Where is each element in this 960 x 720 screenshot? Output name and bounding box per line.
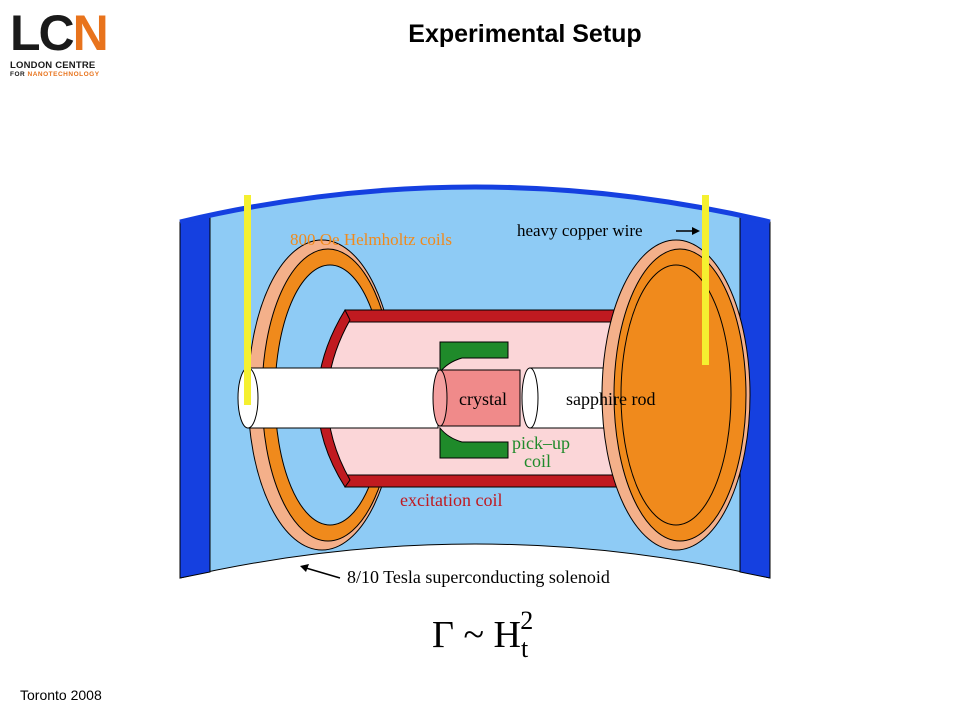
copper-wire-left bbox=[244, 195, 251, 405]
solenoid-wall-left bbox=[179, 213, 211, 579]
crystal-label: crystal bbox=[459, 389, 507, 409]
lcn-logo: LCN LONDON CENTRE FOR NANOTECHNOLOGY bbox=[10, 8, 110, 84]
logo-line2: FOR NANOTECHNOLOGY bbox=[10, 71, 100, 78]
sapphire-rod-label: sapphire rod bbox=[566, 389, 655, 409]
excitation-label: excitation coil bbox=[400, 490, 502, 510]
solenoid-label: 8/10 Tesla superconducting solenoid bbox=[347, 567, 610, 587]
copper-wire-label: heavy copper wire bbox=[517, 221, 643, 240]
rod-left bbox=[237, 367, 439, 429]
solenoid-arrow bbox=[300, 564, 341, 579]
footer-text: Toronto 2008 bbox=[20, 687, 102, 703]
copper-wire-arrow bbox=[676, 227, 700, 235]
pickup-coil bbox=[439, 341, 509, 459]
logo-letters: LCN bbox=[10, 5, 109, 61]
copper-wire-right bbox=[702, 195, 709, 365]
formula: Γ ~ Ht2 bbox=[432, 606, 534, 663]
crystal bbox=[432, 369, 521, 427]
pickup-label-line1: pick–up bbox=[512, 433, 570, 453]
page-title: Experimental Setup bbox=[408, 20, 642, 48]
helmholtz-coil-right bbox=[601, 239, 751, 551]
helmholtz-label: 800 Oe Helmholtz coils bbox=[290, 230, 452, 249]
logo-line1: LONDON CENTRE bbox=[10, 60, 96, 71]
pickup-label-line2: coil bbox=[524, 451, 551, 471]
